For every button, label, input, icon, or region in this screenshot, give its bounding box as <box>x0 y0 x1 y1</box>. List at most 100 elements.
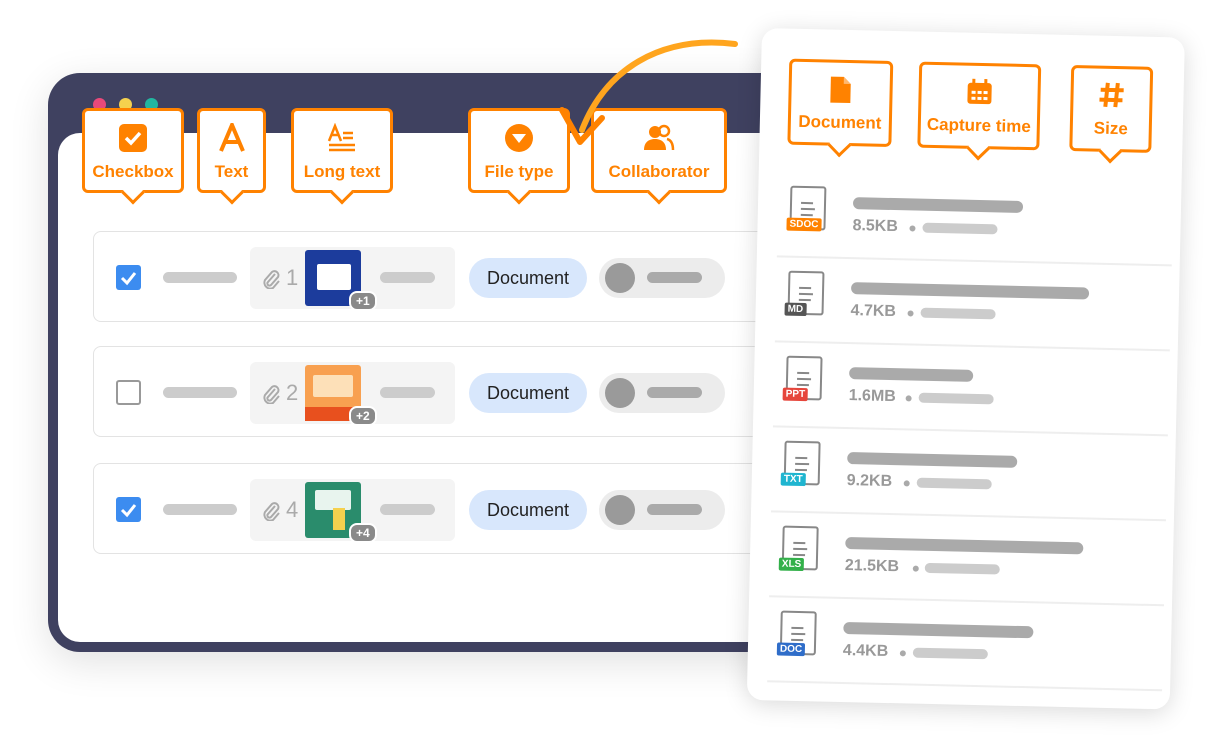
file-list-item[interactable]: TXT 9.2KB <box>771 428 1168 522</box>
file-type-badge: MD <box>784 302 807 317</box>
tag-label: Checkbox <box>92 162 174 181</box>
more-attachments-badge: +4 <box>349 523 377 543</box>
checkbox-icon <box>119 124 147 152</box>
more-attachments-badge: +1 <box>349 291 377 311</box>
file-icon: TXT <box>780 440 821 487</box>
attachment-cell[interactable]: 2 +2 <box>250 362 455 426</box>
field-tag-collaborator: Collaborator <box>591 108 727 193</box>
table-row[interactable]: 1 +1 Document <box>93 231 793 322</box>
date-placeholder <box>924 562 1000 575</box>
file-size: 9.2KB <box>846 472 893 491</box>
file-icon: DOC <box>776 610 817 657</box>
separator-dot <box>899 650 906 657</box>
file-type-pill: Document <box>469 490 587 530</box>
row-checkbox[interactable] <box>116 380 141 405</box>
row-checkbox[interactable] <box>116 497 141 522</box>
tag-label: Size <box>1093 118 1129 139</box>
date-placeholder <box>918 392 994 405</box>
file-size: 1.6MB <box>848 387 896 406</box>
hash-icon <box>1099 82 1124 108</box>
dropdown-icon <box>505 124 533 152</box>
separator-dot <box>907 310 914 317</box>
filename-placeholder <box>845 537 1084 555</box>
row-checkbox[interactable] <box>116 265 141 290</box>
avatar-icon <box>605 495 635 525</box>
file-icon: MD <box>784 270 825 317</box>
file-list-item[interactable]: PPT 1.6MB <box>772 343 1170 437</box>
text-placeholder <box>163 272 237 283</box>
tag-label: Text <box>214 162 249 181</box>
file-size: 21.5KB <box>844 557 900 576</box>
filename-placeholder <box>850 282 1090 300</box>
filename-placeholder <box>847 452 1018 468</box>
collaborator-chip <box>599 373 725 413</box>
tag-label: Capture time <box>926 114 1032 137</box>
table-row[interactable]: 2 +2 Document <box>93 346 793 437</box>
file-type-badge: SDOC <box>786 217 822 232</box>
filename-placeholder <box>843 622 1034 639</box>
filename-placeholder <box>380 272 435 283</box>
file-list-item[interactable]: SDOC 8.5KB <box>776 173 1174 267</box>
date-placeholder <box>922 222 998 235</box>
date-placeholder <box>920 307 996 320</box>
document-icon <box>830 76 851 104</box>
filename-placeholder <box>380 387 435 398</box>
tag-label: Collaborator <box>608 162 710 181</box>
table-row[interactable]: 4 +4 Document <box>93 463 793 554</box>
field-tag-text: Text <box>197 108 266 193</box>
paperclip-icon <box>263 502 280 521</box>
file-icon: SDOC <box>786 185 827 232</box>
field-tag-long-text: Long text <box>291 108 393 193</box>
file-list-item[interactable]: MD 4.7KB <box>774 258 1172 352</box>
attachment-count: 4 <box>286 497 299 522</box>
paperclip-icon <box>263 270 280 289</box>
calendar-icon <box>967 78 992 105</box>
curved-arrow-icon <box>559 39 738 145</box>
tag-label: Long text <box>303 162 381 181</box>
text-placeholder <box>163 387 237 398</box>
field-tag-size: Size <box>1069 65 1154 153</box>
attachment-thumbnail[interactable] <box>305 365 361 421</box>
file-type-badge: PPT <box>782 387 809 402</box>
file-type-badge: TXT <box>780 472 806 487</box>
table-area: Checkbox Text Long text File type Collab… <box>58 108 818 642</box>
more-attachments-badge: +2 <box>349 406 377 426</box>
long-text-icon <box>327 123 355 152</box>
date-placeholder <box>912 647 988 660</box>
separator-dot <box>903 480 910 487</box>
field-tag-capture-time: Capture time <box>917 61 1042 151</box>
text-placeholder <box>163 504 237 515</box>
avatar-icon <box>605 263 635 293</box>
file-size: 8.5KB <box>852 217 899 236</box>
file-type-badge: DOC <box>776 642 806 657</box>
field-tag-checkbox: Checkbox <box>82 108 184 193</box>
separator-dot <box>912 565 919 572</box>
avatar-icon <box>605 378 635 408</box>
attachment-cell[interactable]: 1 +1 <box>250 247 455 311</box>
filename-placeholder <box>380 504 435 515</box>
separator-dot <box>905 395 912 402</box>
attachment-thumbnail[interactable] <box>305 482 361 538</box>
date-placeholder <box>916 477 992 490</box>
paperclip-icon <box>263 385 280 404</box>
tag-label: File type <box>484 162 554 181</box>
text-icon <box>218 123 245 152</box>
file-icon: XLS <box>778 525 819 572</box>
file-type-badge: XLS <box>778 557 805 572</box>
file-list-item[interactable]: XLS 21.5KB <box>769 513 1166 607</box>
collaborator-chip <box>599 258 725 298</box>
field-tag-document: Document <box>787 58 894 147</box>
file-details-panel: Document Capture time Size SDOC 8.5KB MD… <box>746 28 1185 710</box>
file-list-item[interactable]: DOC 4.4KB <box>767 598 1164 692</box>
filename-placeholder <box>849 367 974 382</box>
attachment-cell[interactable]: 4 +4 <box>250 479 455 543</box>
attachment-count: 2 <box>286 380 299 405</box>
field-tag-file-type: File type <box>468 108 570 193</box>
users-icon <box>644 124 675 151</box>
separator-dot <box>909 225 916 232</box>
tag-label: Document <box>798 111 882 133</box>
attachment-count: 1 <box>286 265 299 290</box>
file-size: 4.7KB <box>850 302 897 321</box>
file-icon: PPT <box>782 355 823 402</box>
app-window: Checkbox Text Long text File type Collab… <box>48 73 818 652</box>
